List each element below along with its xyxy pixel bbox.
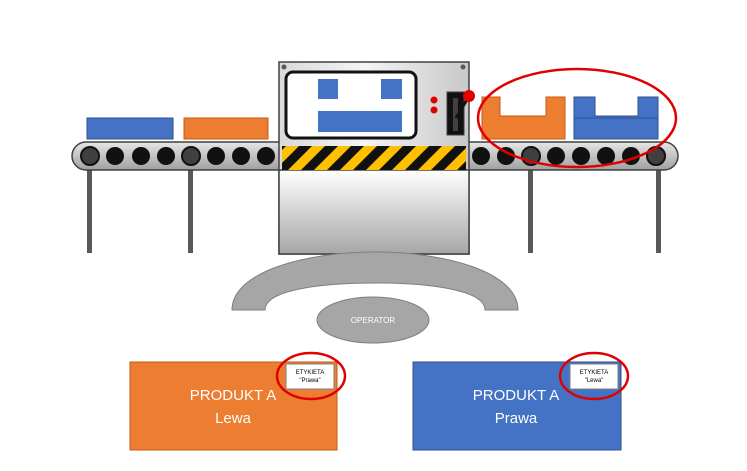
roller-icon (181, 146, 201, 166)
product-box-left: PRODUKT A Lewa ETYKIETA "Prawa" (129, 351, 347, 451)
hazard-stripe (282, 146, 299, 163)
hazard-stripe (444, 148, 466, 170)
highlight-circle-output (476, 67, 678, 169)
hazard-stripe (288, 146, 325, 170)
machine-screen (284, 70, 418, 140)
roller-icon (646, 146, 666, 166)
operator-ellipse (316, 296, 430, 344)
roller-icon (80, 146, 100, 166)
conveyor-legs (87, 160, 661, 253)
lever-knob-icon (463, 90, 475, 102)
roller-icon (157, 147, 175, 165)
highlight-circle-label (558, 351, 630, 401)
roller-icon (257, 147, 275, 165)
label-tag-value: "Lewa" (585, 378, 604, 384)
machine (278, 61, 475, 255)
roller-icon (132, 147, 150, 165)
orange-u-box-output (481, 96, 566, 140)
blue-box-incoming (86, 117, 174, 140)
hazard-stripe (418, 146, 455, 170)
orange-box-incoming (183, 117, 269, 140)
roller-icon (597, 147, 615, 165)
product-variant: Prawa (495, 410, 538, 427)
hazard-stripe (392, 146, 429, 170)
label-tag (569, 363, 619, 390)
hazard-stripe (366, 146, 403, 170)
roller-icon (572, 147, 590, 165)
indicator-light-icon (430, 106, 438, 114)
product-variant: Lewa (215, 410, 252, 427)
hazard-stripe (314, 146, 351, 170)
roller-icon (207, 147, 225, 165)
label-tag (285, 363, 335, 390)
roller-icon (497, 147, 515, 165)
operator-label: OPERATOR (351, 316, 395, 325)
operator-arc: OPERATOR (231, 251, 519, 344)
roller-icon (472, 147, 490, 165)
product-box-right: PRODUKT A Prawa ETYKIETA "Lewa" (412, 351, 630, 451)
belt-rollers (80, 146, 666, 166)
roller-icon (106, 147, 124, 165)
hazard-stripes (282, 146, 466, 170)
highlight-circle-label (275, 351, 347, 401)
label-tag-title: ETYKIETA (580, 370, 609, 376)
blue-u-box-output (573, 96, 659, 140)
label-tag-title: ETYKIETA (296, 370, 325, 376)
roller-icon (232, 147, 250, 165)
product-name: PRODUKT A (190, 387, 276, 404)
indicator-light-icon (430, 96, 438, 104)
hazard-stripe (340, 146, 377, 170)
label-tag-value: "Prawa" (299, 378, 320, 384)
conveyor-belt (71, 141, 679, 171)
product-name: PRODUKT A (473, 387, 559, 404)
roller-icon (547, 147, 565, 165)
